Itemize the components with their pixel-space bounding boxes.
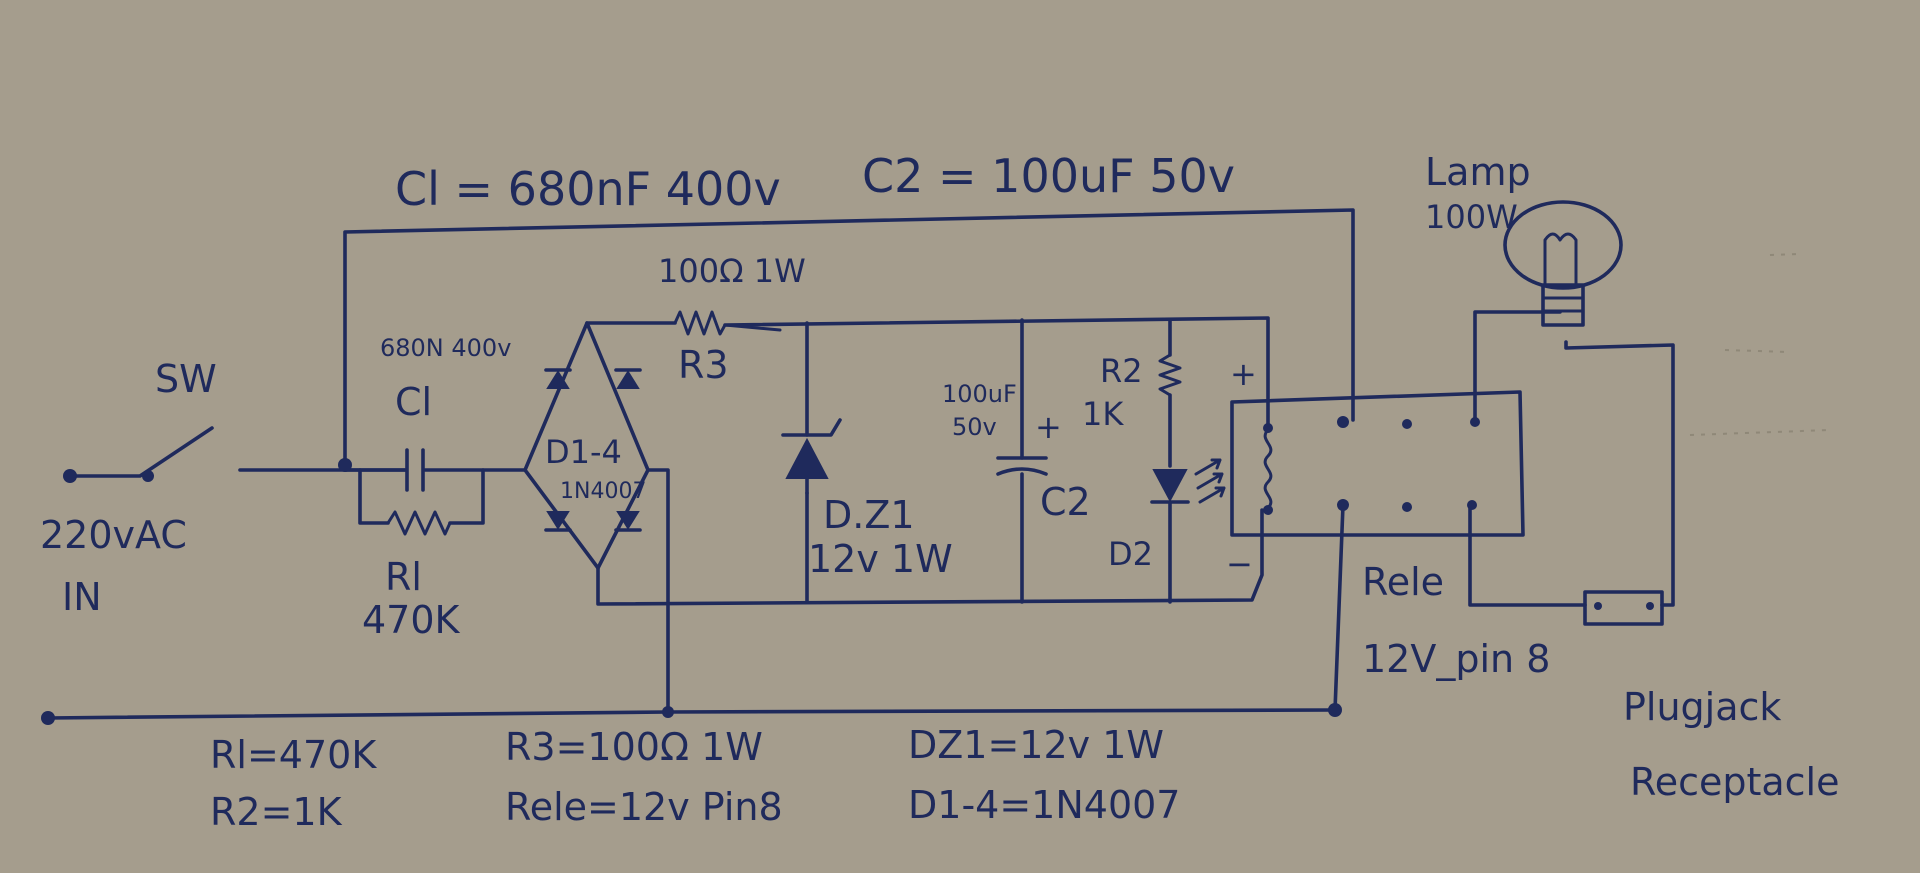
switch [63, 426, 214, 483]
wire-lamp-left [1473, 310, 1562, 422]
lamp [1503, 200, 1623, 327]
wire-top-loop [343, 208, 1355, 472]
label-c2-value-2: 50v [952, 413, 997, 441]
label-led-name: D2 [1108, 535, 1153, 573]
label-c2-value-1: 100uF [942, 380, 1017, 408]
label-input-voltage: 220vAC [40, 513, 187, 557]
header-c2-spec: C2 = 100uF 50v [862, 149, 1235, 203]
label-lamp-name: Lamp [1425, 150, 1531, 194]
label-r1-name: Rl [385, 555, 422, 599]
switch-terminal-right [142, 470, 154, 482]
label-bridge-value: 1N4007 [560, 479, 646, 504]
label-r1-value: 470K [362, 598, 461, 642]
label-r2-name: R2 [1100, 352, 1143, 390]
capacitor-c1 [405, 448, 425, 492]
led-d2 [1150, 458, 1226, 504]
lamp-base [1541, 283, 1585, 327]
label-lamp-value: 100W [1425, 198, 1518, 236]
bridge-diamond [523, 321, 650, 570]
resistor-r3 [673, 310, 782, 336]
label-switch: SW [155, 357, 217, 401]
label-relay-name: Rele [1362, 560, 1444, 604]
zener-diode-dz1 [781, 418, 842, 495]
junction-dot [338, 458, 352, 472]
label-c2-plus: + [1035, 408, 1062, 446]
label-c2-name: C2 [1040, 480, 1091, 524]
bom-relay: Rele=12v Pin8 [505, 785, 783, 829]
label-zener-value: 12v 1W [808, 537, 953, 581]
wire-jack-left [1468, 503, 1587, 607]
resistor-r2 [1158, 353, 1182, 397]
lamp-bulb [1503, 200, 1623, 290]
wire-bridge-right [646, 468, 670, 714]
label-c1-value: 680N 400v [380, 334, 511, 362]
label-jack-line1: Plugjack [1623, 685, 1781, 729]
wire-lamp-right [1564, 340, 1675, 607]
relay [1230, 390, 1525, 537]
label-r2-value: 1K [1082, 395, 1124, 433]
bom-dz1: DZ1=12v 1W [908, 723, 1164, 767]
junction-dot [41, 711, 55, 725]
label-input-in: IN [62, 575, 102, 619]
header-c1-spec: Cl = 680nF 400v [395, 162, 781, 216]
label-bridge-name: D1-4 [545, 433, 622, 471]
wire-neutral [46, 708, 1337, 720]
label-relay-plus: + [1230, 355, 1257, 393]
bom-d1-4: D1-4=1N4007 [908, 783, 1180, 827]
bridge-rectifier [523, 321, 650, 570]
junction-dot [662, 706, 674, 718]
wire-r1-loop [358, 468, 485, 525]
label-jack-line2: Receptacle [1630, 760, 1839, 804]
switch-terminal-left [63, 469, 77, 483]
relay-body [1230, 390, 1525, 537]
label-c1-name: Cl [395, 380, 432, 424]
junction-dot [1328, 703, 1342, 717]
resistor-r1 [386, 510, 452, 536]
plug-jack-receptacle [1583, 590, 1664, 626]
label-relay-minus: − [1226, 545, 1253, 583]
bom-r3: R3=100Ω 1W [505, 725, 763, 769]
label-zener-name: D.Z1 [823, 493, 915, 537]
switch-line [68, 426, 214, 478]
label-r3-value: 100Ω 1W [658, 252, 806, 290]
bom-r2: R2=1K [210, 790, 343, 834]
wire-dc-negative [596, 508, 1264, 606]
label-r3-name: R3 [678, 343, 729, 387]
label-relay-value: 12V_pin 8 [1362, 637, 1550, 681]
capacitor-c2 [996, 456, 1048, 476]
bom-r1: Rl=470K [210, 733, 377, 777]
wire-dc-positive [585, 316, 1270, 432]
jack-body [1583, 590, 1664, 626]
wiring [46, 208, 1675, 720]
wire-neutral-relay [1333, 503, 1345, 712]
pencil-marks [1689, 253, 1831, 436]
